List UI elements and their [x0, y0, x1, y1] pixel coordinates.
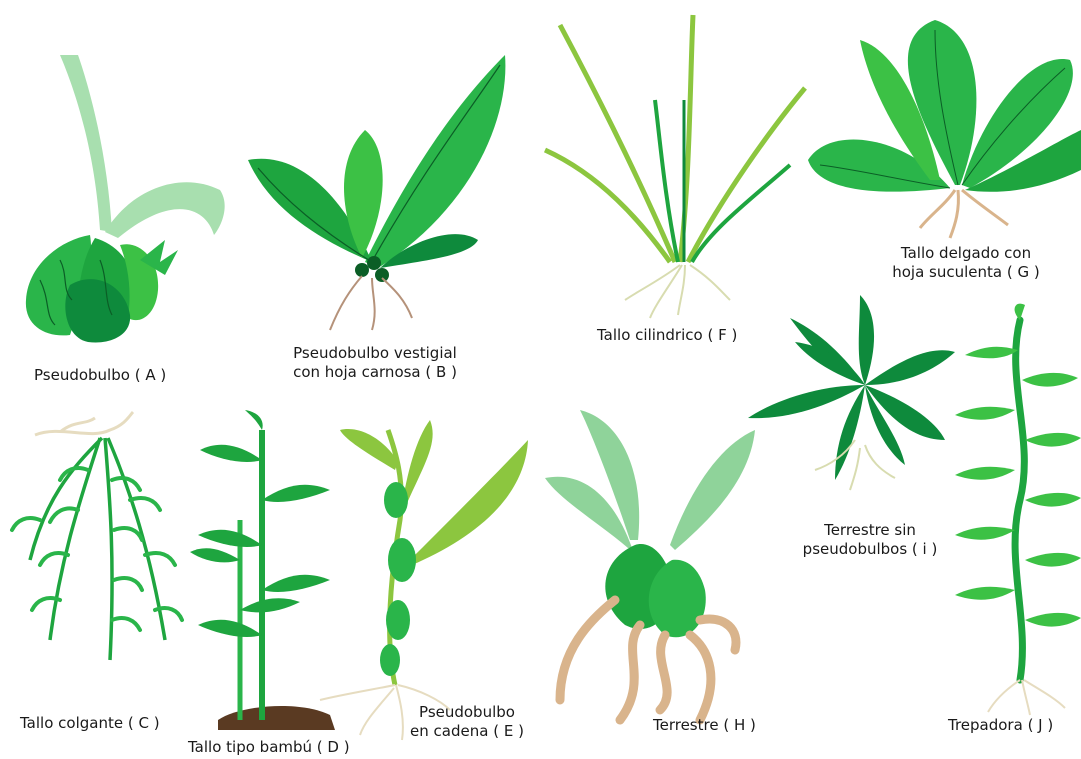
label-g-line2: hoja suculenta ( G ): [866, 263, 1066, 282]
label-b-line2: con hoja carnosa ( B ): [270, 363, 480, 382]
label-h: Terrestre ( H ): [653, 716, 756, 735]
plant-i-terrestrial-no-pseudobulb: [748, 295, 955, 490]
plant-g-succulent-leaf: [808, 20, 1081, 238]
label-b-line1: Pseudobulbo vestigial: [270, 344, 480, 363]
plant-f-cylindrical: [545, 15, 805, 318]
label-g-line1: Tallo delgado con: [866, 244, 1066, 263]
label-c: Tallo colgante ( C ): [20, 714, 160, 733]
plant-h-terrestrial: [545, 410, 755, 720]
plant-a-pseudobulb: [26, 55, 225, 343]
plant-b-vestigial: [248, 55, 505, 330]
plant-j-climber: [955, 304, 1081, 715]
label-d: Tallo tipo bambú ( D ): [188, 738, 350, 757]
plant-c-hanging: [12, 412, 182, 660]
label-b: Pseudobulbo vestigial con hoja carnosa (…: [270, 344, 480, 382]
plant-d-bamboo: [190, 410, 335, 730]
label-i-line2: pseudobulbos ( i ): [785, 540, 955, 559]
label-g: Tallo delgado con hoja suculenta ( G ): [866, 244, 1066, 282]
label-e-line2: en cadena ( E ): [392, 722, 542, 741]
label-i-line1: Terrestre sin: [785, 521, 955, 540]
label-e-line1: Pseudobulbo: [392, 703, 542, 722]
label-e: Pseudobulbo en cadena ( E ): [392, 703, 542, 741]
label-a: Pseudobulbo ( A ): [34, 366, 166, 385]
plant-e-chain-pseudobulb: [320, 420, 528, 740]
label-i: Terrestre sin pseudobulbos ( i ): [785, 521, 955, 559]
label-j: Trepadora ( J ): [948, 716, 1053, 735]
label-f: Tallo cilindrico ( F ): [597, 326, 737, 345]
